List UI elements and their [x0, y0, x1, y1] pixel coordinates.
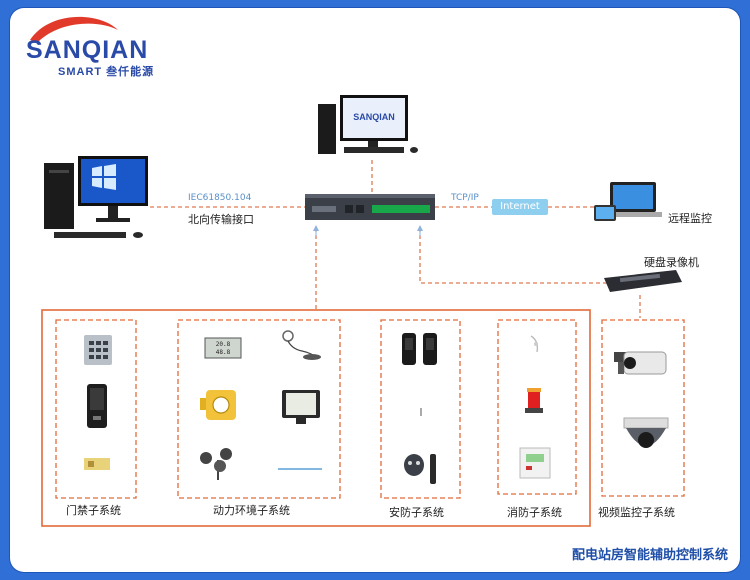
- tcp-protocol-label: TCP/IP: [451, 193, 479, 203]
- controller-device-icon: [305, 194, 435, 220]
- access-subsystem-box: [55, 319, 137, 499]
- workstation-pc-icon: [44, 156, 148, 238]
- keypad-icon: [84, 335, 112, 365]
- security-subsystem-box: [380, 319, 461, 499]
- card-reader-icon: [87, 384, 107, 428]
- fire-panel-icon: [519, 447, 551, 479]
- temp-humidity-display-icon: 20.8 48.8: [204, 337, 242, 359]
- bullet-camera-icon: [614, 351, 667, 375]
- smoke-detector-icon: [530, 335, 539, 353]
- alarm-light-icon: [525, 388, 543, 413]
- dome-camera-icon: [623, 417, 669, 448]
- water-leak-sensor-icon: [282, 330, 321, 360]
- door-lock-icon: [84, 458, 110, 470]
- environment-subsystem-label: 动力环境子系统: [213, 504, 290, 517]
- video-subsystem-box: [601, 319, 685, 497]
- server-pc-icon: SANQIAN: [318, 95, 418, 154]
- remote-monitor-label: 远程监控: [668, 212, 712, 225]
- remote-devices-icon: [594, 182, 662, 221]
- fire-subsystem-box: [497, 319, 577, 495]
- internet-badge: Internet: [492, 199, 548, 215]
- nvr-device-icon: [604, 270, 682, 292]
- security-subsystem-label: 安防子系统: [389, 506, 444, 519]
- video-subsystem-label: 视频监控子系统: [598, 506, 675, 519]
- logo-subtext: SMART 叁仟能源: [58, 66, 155, 78]
- pir-sensor-icon: [420, 408, 422, 416]
- svg-text:48.8: 48.8: [216, 349, 231, 356]
- uplink-arrows: [313, 225, 423, 236]
- anemometer-icon: [200, 448, 232, 480]
- gas-detector-icon: [200, 390, 236, 420]
- logo-text: SANQIAN: [26, 36, 149, 64]
- floodlight-icon: [282, 390, 320, 424]
- iec-protocol-label: IEC61850.104: [188, 193, 252, 203]
- connection-lines: [150, 160, 641, 318]
- north-interface-label: 北向传输接口: [188, 213, 254, 226]
- access-subsystem-label: 门禁子系统: [66, 504, 121, 517]
- svg-text:20.8: 20.8: [216, 341, 231, 348]
- nvr-label: 硬盘录像机: [644, 256, 699, 269]
- infrared-beam-icon: [402, 333, 437, 365]
- system-title: 配电站房智能辅助控制系统: [571, 548, 728, 563]
- fire-subsystem-label: 消防子系统: [507, 506, 562, 519]
- logo-swoosh-icon: [30, 16, 118, 42]
- subsystems-frame: [41, 309, 591, 527]
- environment-subsystem-box: [177, 319, 341, 499]
- flashlight-icon: [404, 454, 436, 484]
- svg-text:SANQIAN: SANQIAN: [353, 112, 395, 122]
